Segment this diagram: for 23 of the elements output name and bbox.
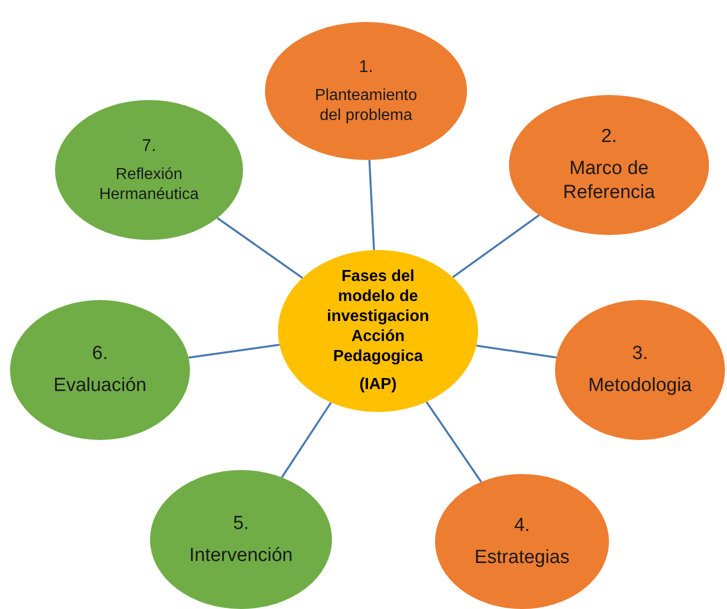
connector-line — [188, 344, 280, 359]
phase-number: 4. — [514, 514, 530, 538]
center-title: Fases del modelo de investigacion Acción Pedagogica — [326, 267, 430, 367]
phase-label: Planteamiento del problema — [314, 86, 418, 126]
connector-line — [452, 214, 540, 278]
phase-number: 7. — [142, 135, 156, 157]
phase-label: Estrategias — [474, 546, 570, 570]
phase-number: 2. — [601, 125, 617, 150]
connector-line — [426, 401, 482, 482]
center-title: (IAP) — [359, 375, 397, 395]
phase-number: 1. — [358, 56, 374, 78]
connector-line — [216, 217, 304, 279]
connector-line — [476, 344, 557, 358]
phase-label: Marco de Referencia — [562, 157, 656, 205]
phase-number: 5. — [233, 512, 249, 536]
connector-line — [280, 402, 332, 478]
phase-number: 3. — [632, 342, 648, 366]
phase-label: Metodologia — [588, 374, 692, 398]
phase-label: Intervención — [189, 544, 293, 568]
phase-label: Evaluación — [54, 374, 146, 398]
phase-label: Reflexión Hermanéutica — [98, 164, 200, 205]
phase-number: 6. — [92, 342, 108, 366]
connector-line — [368, 160, 375, 250]
